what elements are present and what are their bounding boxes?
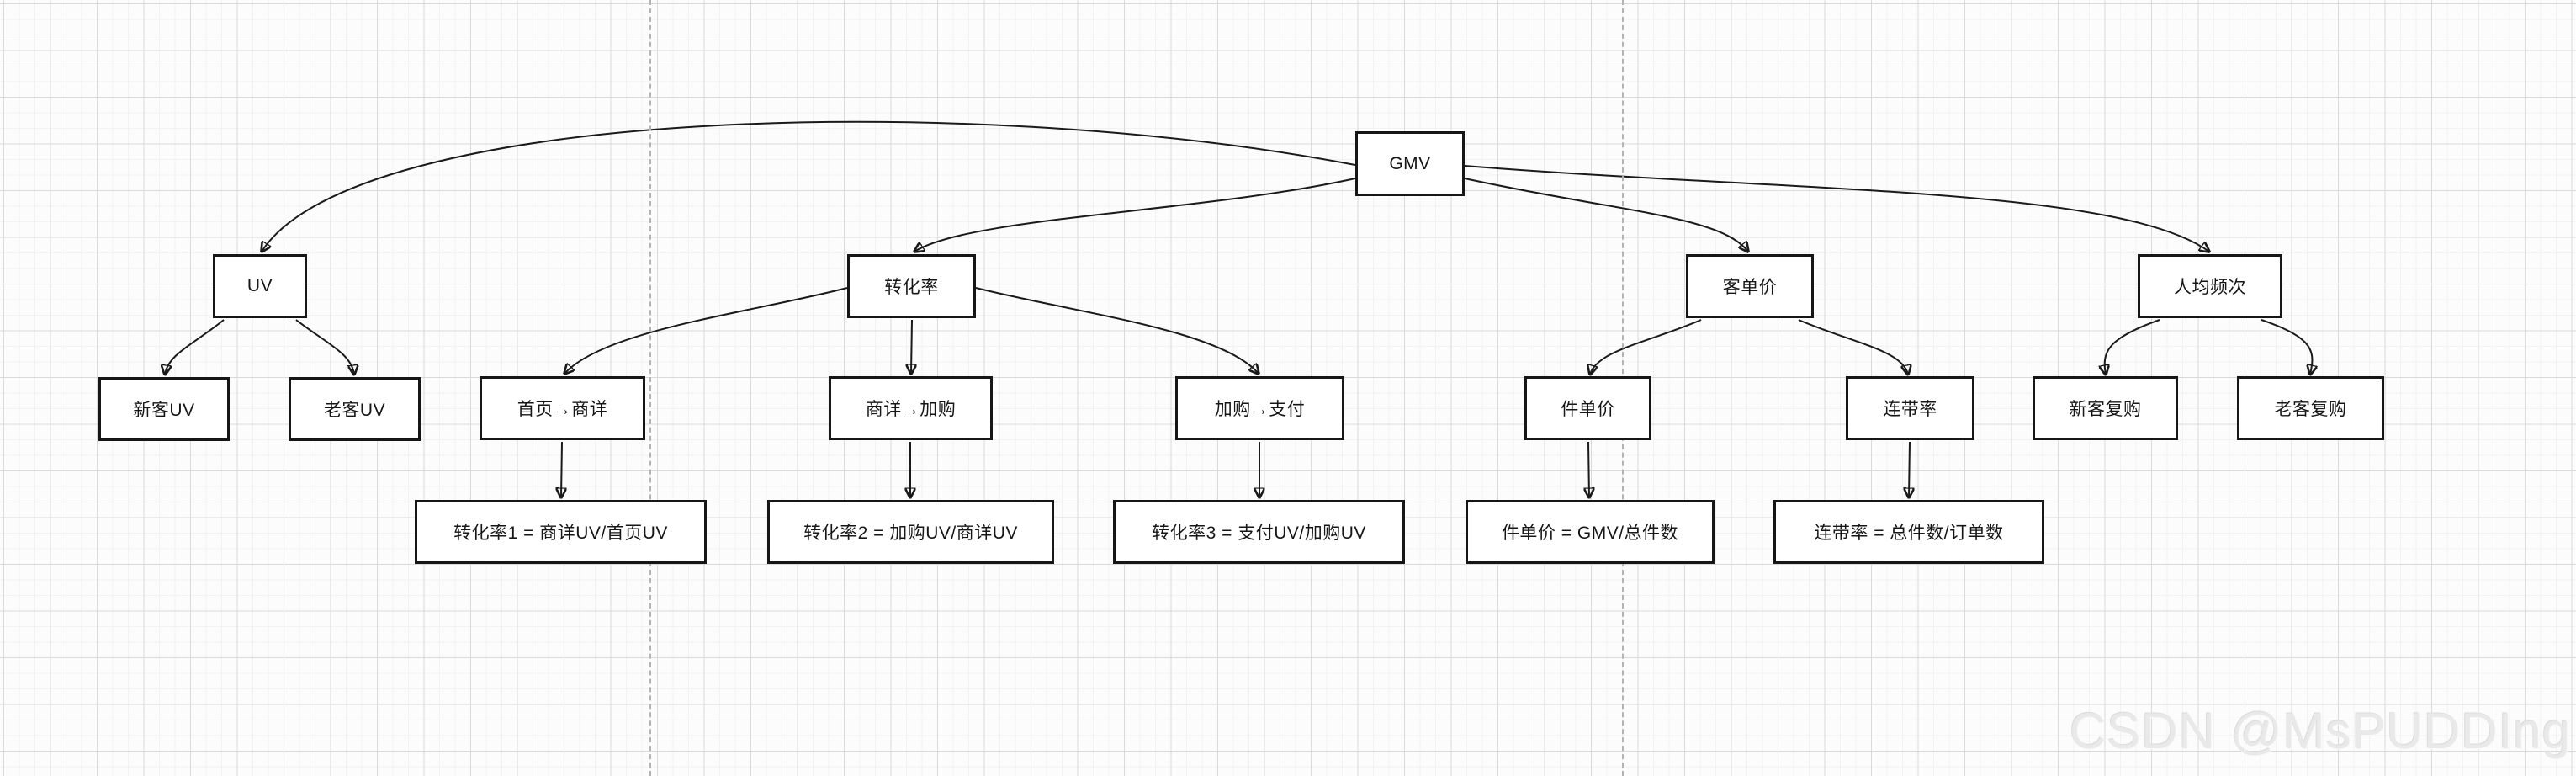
- page-divider-1: [649, 0, 651, 776]
- edge-gmv-avg-order-value: [1464, 178, 1748, 252]
- node-uv[interactable]: UV: [213, 254, 307, 318]
- node-formula-attach-rate-label: 连带率 = 总件数/订单数: [1814, 524, 2004, 543]
- node-unit-price[interactable]: 件单价: [1524, 376, 1651, 440]
- node-conversion-rate[interactable]: 转化率: [847, 254, 976, 318]
- node-uv-label: UV: [246, 276, 273, 295]
- node-gmv-label: GMV: [1389, 153, 1431, 173]
- edge-conversion-rate-home-to-pdp: [564, 287, 848, 374]
- node-new-customer-repurchase-label: 新客复购: [2069, 400, 2142, 419]
- node-home-to-pdp[interactable]: 首页→商详: [480, 376, 645, 440]
- edge-purchase-frequency-old-customer-repurchase: [2261, 319, 2312, 375]
- edge-gmv-conversion-rate: [914, 178, 1356, 252]
- node-old-customer-repurchase[interactable]: 老客复购: [2237, 376, 2384, 440]
- node-cart-to-pay[interactable]: 加购→支付: [1175, 376, 1344, 440]
- node-new-customer-uv[interactable]: 新客UV: [98, 377, 230, 441]
- node-new-customer-uv-label: 新客UV: [133, 401, 195, 420]
- node-formula-unit-price-label: 件单价 = GMV/总件数: [1501, 524, 1679, 543]
- node-attach-rate[interactable]: 连带率: [1846, 376, 1974, 440]
- node-new-customer-repurchase[interactable]: 新客复购: [2033, 376, 2178, 440]
- node-formula-conversion1-label: 转化率1 = 商详UV/首页UV: [453, 524, 668, 543]
- node-home-to-pdp-label: 首页→商详: [517, 400, 608, 419]
- watermark: CSDN @MsPUDDIng: [2070, 703, 2571, 759]
- edge-conversion-rate-cart-to-pay: [975, 287, 1259, 374]
- node-pdp-to-cart[interactable]: 商详→加购: [829, 376, 993, 440]
- node-pdp-to-cart-label: 商详→加购: [865, 400, 957, 419]
- node-formula-conversion1[interactable]: 转化率1 = 商详UV/首页UV: [415, 500, 707, 564]
- node-avg-order-value[interactable]: 客单价: [1686, 254, 1814, 318]
- edge-avg-order-value-unit-price: [1590, 319, 1702, 375]
- edge-avg-order-value-attach-rate: [1798, 319, 1908, 375]
- node-formula-conversion2-label: 转化率2 = 加购UV/商详UV: [803, 524, 1018, 543]
- edge-conversion-rate-pdp-to-cart: [911, 319, 912, 374]
- node-conversion-rate-label: 转化率: [884, 278, 939, 297]
- edge-attach-rate-formula-attach-rate: [1909, 441, 1910, 497]
- edge-unit-price-formula-unit-price: [1588, 441, 1589, 497]
- node-old-customer-uv-label: 老客UV: [323, 401, 386, 420]
- edge-home-to-pdp-formula-conversion1: [561, 441, 562, 497]
- node-old-customer-uv[interactable]: 老客UV: [289, 377, 421, 441]
- node-old-customer-repurchase-label: 老客复购: [2274, 400, 2347, 419]
- node-cart-to-pay-label: 加购→支付: [1214, 400, 1306, 419]
- edge-gmv-uv: [262, 120, 1356, 252]
- edge-gmv-purchase-frequency: [1464, 165, 2209, 252]
- edge-uv-new-customer-uv: [165, 319, 225, 375]
- node-unit-price-label: 件单价: [1561, 400, 1615, 419]
- node-purchase-frequency-label: 人均频次: [2174, 278, 2246, 297]
- node-formula-conversion2[interactable]: 转化率2 = 加购UV/商详UV: [767, 500, 1054, 564]
- node-formula-unit-price[interactable]: 件单价 = GMV/总件数: [1466, 500, 1715, 564]
- node-purchase-frequency[interactable]: 人均频次: [2138, 254, 2282, 318]
- node-formula-attach-rate[interactable]: 连带率 = 总件数/订单数: [1773, 500, 2044, 564]
- node-gmv[interactable]: GMV: [1355, 131, 1465, 196]
- node-formula-conversion3[interactable]: 转化率3 = 支付UV/加购UV: [1113, 500, 1405, 564]
- edge-uv-old-customer-uv: [295, 319, 354, 375]
- node-avg-order-value-label: 客单价: [1722, 278, 1778, 297]
- node-formula-conversion3-label: 转化率3 = 支付UV/加购UV: [1152, 524, 1366, 543]
- edge-purchase-frequency-new-customer-repurchase: [2105, 319, 2160, 375]
- node-attach-rate-label: 连带率: [1883, 400, 1937, 419]
